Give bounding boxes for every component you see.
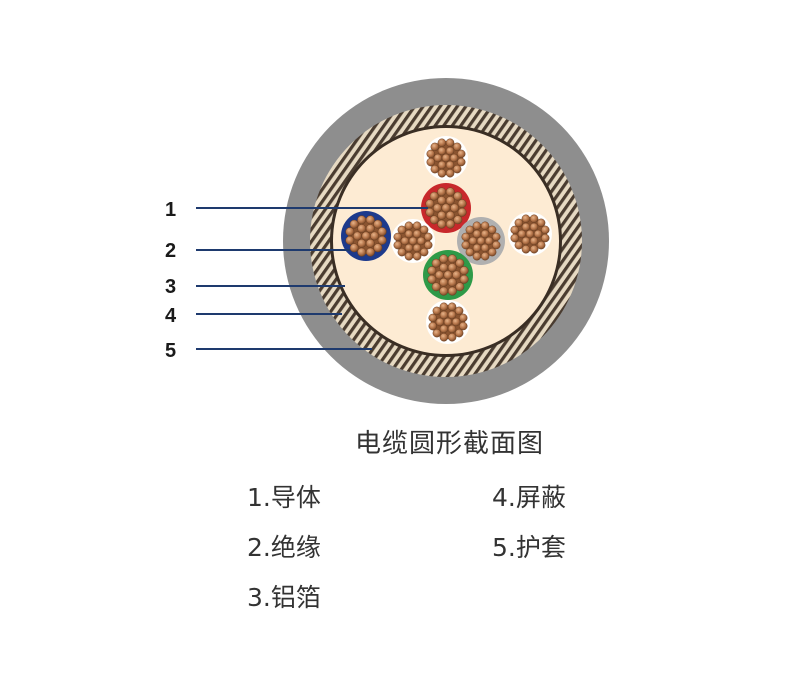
copper-conductor [425,187,467,229]
diagram-caption: 电缆圆形截面图 [355,429,545,459]
cable-cross-section-diagram: 1 2 3 4 5 [165,78,609,404]
legend-number: 4. [492,483,516,512]
callout-number-5: 5 [165,340,176,362]
copper-conductor [428,302,468,342]
aluminum-foil [333,128,559,354]
copper-conductors [345,138,550,342]
copper-conductor [393,221,433,261]
legend-number: 5. [492,533,516,562]
legend-number: 1. [247,483,271,512]
legend-number: 2. [247,533,271,562]
legend-number: 3. [247,583,271,612]
legend-label: 导体 [270,483,321,512]
legend-label: 绝缘 [270,533,321,562]
callout-number-2: 2 [165,240,176,262]
legend-label: 屏蔽 [515,483,566,512]
legend-item-insulation: 2.绝缘 [247,528,321,564]
legend-item-shield: 4.屏蔽 [492,478,566,514]
callout-number-3: 3 [165,276,176,298]
legend-item-conductor: 1.导体 [247,478,321,514]
leader-lines [196,207,428,350]
callout-number-1: 1 [165,199,176,221]
legend-item-foil: 3.铝箔 [247,578,321,614]
legend-label: 铝箔 [270,583,321,612]
copper-conductor [427,254,469,296]
legend-label: 护套 [515,533,566,562]
copper-conductor [461,221,501,261]
copper-conductor [345,215,387,257]
legend-item-sheath: 5.护套 [492,528,566,564]
callout-number-4: 4 [165,305,177,327]
copper-conductor [510,214,550,254]
copper-conductor [426,138,466,178]
